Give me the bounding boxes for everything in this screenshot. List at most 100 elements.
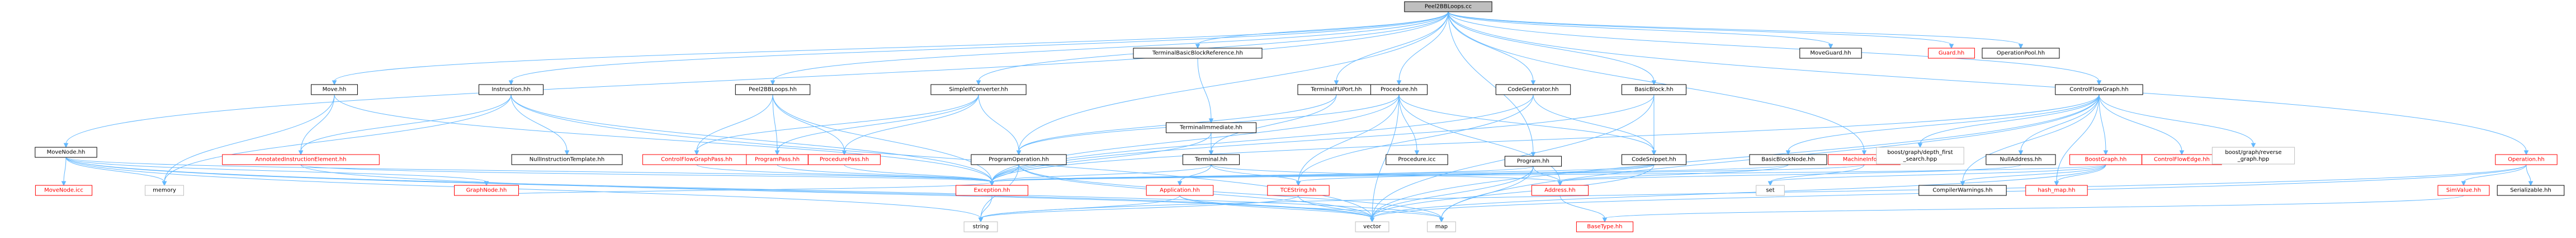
edge-root-to-move [334, 11, 1449, 82]
node-instruction-hh[interactable]: Instruction.hh [479, 84, 543, 95]
edge-root-to-machineinfo [1448, 11, 1865, 152]
node-label: string [973, 224, 989, 230]
node-box [222, 154, 380, 165]
node-box [479, 84, 543, 95]
node-procedure-hh[interactable]: Procedure.hh [1370, 84, 1428, 95]
edge-termimm-to-exception [991, 132, 1212, 183]
node-label: ProcedurePass.hh [820, 157, 869, 163]
node-controlflowgraph-hh[interactable]: ControlFlowGraph.hh [2055, 84, 2143, 95]
edges-layer [61, 11, 2534, 223]
node-box [1267, 185, 1330, 196]
node-movenode-icc[interactable]: MoveNode.icc [35, 185, 93, 196]
node-box [1918, 185, 2007, 196]
node-terminalbasicblockreference-hh[interactable]: TerminalBasicBlockReference.hh [1133, 48, 1263, 59]
node-boostgraph-hh[interactable]: BoostGraph.hh [2069, 154, 2142, 165]
node-box [1495, 84, 1571, 95]
node-move-hh[interactable]: Move.hh [311, 84, 358, 95]
node-label: Operation.hh [2508, 157, 2545, 163]
node-simvalue-hh[interactable]: SimValue.hh [2437, 185, 2490, 196]
node-controlflowedge-hh[interactable]: ControlFlowEdge.hh [2142, 154, 2222, 165]
node-programoperation-hh[interactable]: ProgramOperation.hh [971, 154, 1067, 165]
edge-move-to-exception [334, 94, 992, 183]
edge-simplconv-to-cfgpass [696, 94, 979, 152]
node-peel2bbloops-cc[interactable]: Peel2BBLoops.cc [1404, 1, 1492, 12]
edge-root-to-simplconv [978, 11, 1449, 82]
node-nulladdress-hh[interactable]: NullAddress.hh [1986, 154, 2056, 165]
node-operation-hh[interactable]: Operation.hh [2495, 154, 2558, 165]
edge-cfgpass-to-exception [696, 164, 992, 183]
edge-codegen-to-tcestring [1298, 94, 1534, 183]
node-terminal-hh[interactable]: Terminal.hh [1182, 154, 1240, 165]
node-label: NullAddress.hh [2000, 157, 2041, 163]
node-peel2bbloops-hh[interactable]: Peel2BBLoops.hh [735, 84, 811, 95]
node-basetype-hh[interactable]: BaseType.hh [1576, 221, 1634, 232]
node-label: AnnotatedInstructionElement.hh [256, 157, 347, 163]
node-codesnippet-hh[interactable]: CodeSnippet.hh [1622, 154, 1686, 165]
node-guard-hh[interactable]: Guard.hh [1928, 48, 1975, 59]
edge-cfg-to-compwarn [1962, 94, 2100, 183]
node-string: string [963, 221, 998, 232]
node-controlflowgraphpass-hh[interactable]: ControlFlowGraphPass.hh [642, 154, 751, 165]
node-simpleifconverter-hh[interactable]: SimpleIfConverter.hh [930, 84, 1027, 95]
node-box [2025, 185, 2088, 196]
node-program-hh[interactable]: Program.hh [1504, 156, 1562, 167]
node-application-hh[interactable]: Application.hh [1146, 185, 1214, 196]
edge-arrowhead-root-to-operation [2523, 150, 2529, 156]
node-box [1986, 154, 2056, 165]
node-annotatedinstructionelement-hh[interactable]: AnnotatedInstructionElement.hh [222, 154, 380, 165]
edge-programpass-to-exception [777, 164, 992, 183]
node-box [1370, 84, 1428, 95]
node-compilerwarnings-hh[interactable]: CompilerWarnings.hh [1918, 185, 2007, 196]
node-box [311, 84, 358, 95]
node-serializable-hh[interactable]: Serializable.hh [2497, 185, 2565, 196]
node-graphnode-hh[interactable]: GraphNode.hh [454, 185, 519, 196]
edge-codegen-to-exception [991, 94, 1534, 183]
node-procedure-icc[interactable]: Procedure.icc [1386, 154, 1448, 165]
node-label: MachineInfo.hh [1843, 157, 1885, 163]
node-moveguard-hh[interactable]: MoveGuard.hh [1799, 48, 1862, 59]
edge-bbnode-to-exception [991, 164, 1789, 183]
edge-procpass-to-exception [844, 164, 992, 183]
edge-operation-to-simvalue [2463, 164, 2527, 183]
edge-move-to-annotated [300, 94, 335, 152]
edge-boostgraph-to-compwarn [1962, 164, 2106, 183]
node-programpass-hh[interactable]: ProgramPass.hh [746, 154, 809, 165]
node-hash-map-hh[interactable]: hash_map.hh [2025, 185, 2088, 196]
node-address-hh[interactable]: Address.hh [1531, 185, 1589, 196]
node-label: set [1766, 188, 1774, 194]
node-exception-hh[interactable]: Exception.hh [956, 185, 1028, 196]
edge-instruction-to-vector [511, 94, 1373, 219]
node-label: hash_map.hh [2038, 188, 2075, 194]
node-operationpool-hh[interactable]: OperationPool.hh [1982, 48, 2060, 59]
node-movenode-hh[interactable]: MoveNode.hh [35, 147, 97, 158]
edge-terminal-to-tcestring [1211, 164, 1299, 183]
edge-p2bbhh-to-procpass [772, 94, 845, 152]
edge-simplconv-to-progop [978, 94, 1019, 152]
edge-arrowhead-boostgraph-to-hashmap [2054, 181, 2059, 186]
node-box [454, 185, 519, 196]
node-codegenerator-hh[interactable]: CodeGenerator.hh [1495, 84, 1571, 95]
node-label: Peel2BBLoops.hh [749, 87, 797, 93]
node-terminalfuport-hh[interactable]: TerminalFUPort.hh [1297, 84, 1376, 95]
edge-simplconv-to-procpass [844, 94, 979, 152]
node-procedurepass-hh[interactable]: ProcedurePass.hh [808, 154, 881, 165]
node-label: ProgramOperation.hh [989, 157, 1049, 163]
edge-program-to-map [1441, 166, 1534, 219]
node-tcestring-hh[interactable]: TCEString.hh [1267, 185, 1330, 196]
node-nullinstructiontemplate-hh[interactable]: NullInstructionTemplate.hh [511, 154, 623, 165]
node-terminalimmediate-hh[interactable]: TerminalImmediate.hh [1166, 122, 1256, 133]
edge-codesnip-to-vector [1372, 164, 1655, 219]
node-basicblock-hh[interactable]: BasicBlock.hh [1622, 84, 1686, 95]
edge-p2bbhh-to-cfgpass [696, 94, 773, 152]
edge-instruction-to-annotated [300, 94, 512, 152]
node-label: Move.hh [323, 87, 347, 93]
edge-root-to-p2bbhh [772, 11, 1449, 82]
node-label: MoveGuard.hh [1810, 50, 1851, 57]
node-basicblocknode-hh[interactable]: BasicBlockNode.hh [1749, 154, 1827, 165]
node-label: MoveNode.icc [44, 188, 83, 194]
edge-arrowhead-root-to-machineinfo [1861, 150, 1867, 156]
node-label: SimpleIfConverter.hh [949, 87, 1008, 93]
edge-arrowhead-terminal-to-application [1177, 181, 1183, 186]
edge-tcestring-to-vector [1298, 195, 1373, 219]
edge-terminal-to-application [1179, 164, 1212, 183]
